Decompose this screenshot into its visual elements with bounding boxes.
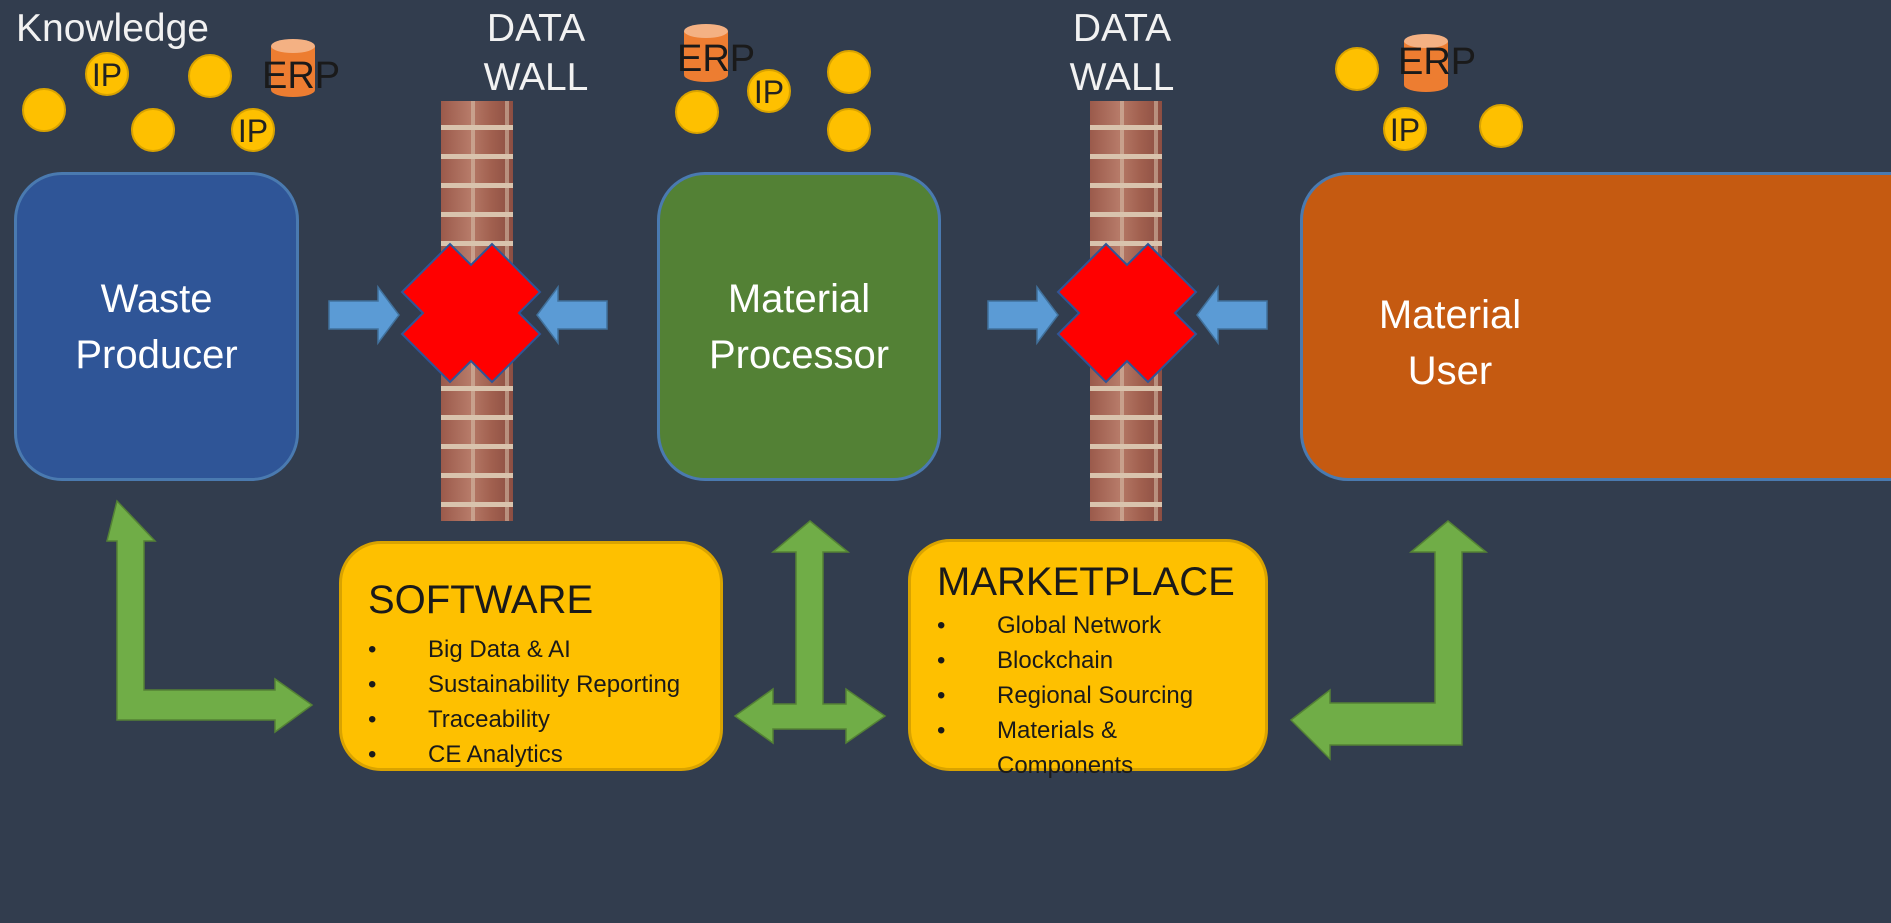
erp-label: ERP — [677, 38, 756, 80]
list-item: Big Data & AI — [368, 632, 694, 667]
erp-label: ERP — [1398, 41, 1477, 83]
green-bent-arrow-icon — [106, 499, 314, 734]
knowledge-token — [675, 90, 719, 134]
blue-arrow-right-icon — [328, 284, 400, 346]
blue-arrow-left-icon — [1196, 284, 1268, 346]
erp-database-icon — [684, 24, 728, 82]
material-processor-line1: Material — [727, 276, 871, 321]
material-user-line1: Material — [1378, 293, 1522, 337]
knowledge-token — [1479, 104, 1523, 148]
ip-token: IP — [1383, 107, 1427, 151]
barrier-cross-icon — [1056, 242, 1198, 384]
material-processor-line2: Processor — [708, 332, 890, 377]
list-item: Blockchain — [937, 643, 1239, 678]
barrier-cross-icon — [400, 242, 542, 384]
data-wall-1-line2: WALL — [483, 56, 589, 99]
erp-label: ERP — [262, 55, 341, 97]
blue-arrow-left-icon — [536, 284, 608, 346]
list-item: Global Network — [937, 608, 1239, 643]
list-item: Materials & Components — [937, 713, 1239, 783]
software-panel: SOFTWARE Big Data & AI Sustainability Re… — [339, 541, 723, 772]
data-wall-2-line1: DATA — [1072, 7, 1172, 50]
data-wall-2-title: DATA WALL — [1012, 4, 1232, 102]
green-bent-arrow-icon — [1289, 520, 1489, 761]
knowledge-token — [188, 54, 232, 98]
green-three-way-arrow-icon — [733, 520, 887, 745]
knowledge-token — [827, 108, 871, 152]
data-wall-1-line1: DATA — [486, 7, 586, 50]
list-item: Traceability — [368, 702, 694, 737]
erp-database-icon — [271, 39, 315, 97]
data-wall-1-title: DATA WALL — [426, 4, 646, 102]
data-wall-2-line2: WALL — [1069, 56, 1175, 99]
material-user-line2: User — [1407, 349, 1493, 393]
ip-token: IP — [231, 108, 275, 152]
waste-producer-line2: Producer — [75, 332, 238, 377]
erp-database-icon — [1404, 34, 1448, 92]
knowledge-token — [22, 88, 66, 132]
marketplace-title: MARKETPLACE — [937, 560, 1235, 604]
list-item: Regional Sourcing — [937, 678, 1239, 713]
marketplace-panel: MARKETPLACE Global Network Blockchain Re… — [908, 539, 1268, 779]
list-item: Sustainability Reporting — [368, 667, 694, 702]
ip-token: IP — [747, 69, 791, 113]
blue-arrow-right-icon — [987, 284, 1059, 346]
list-item: CE Analytics — [368, 737, 694, 772]
ip-token: IP — [85, 52, 129, 96]
waste-producer-line1: Waste — [100, 276, 213, 321]
knowledge-token — [131, 108, 175, 152]
material-user-box: Material User — [1300, 172, 1891, 481]
software-title: SOFTWARE — [368, 578, 594, 622]
material-processor-box: Material Processor — [657, 172, 941, 481]
software-feature-list: Big Data & AI Sustainability Reporting T… — [368, 632, 694, 772]
knowledge-token — [827, 50, 871, 94]
knowledge-label: Knowledge — [16, 7, 209, 50]
marketplace-feature-list: Global Network Blockchain Regional Sourc… — [937, 608, 1239, 783]
waste-producer-box: Waste Producer — [14, 172, 299, 481]
knowledge-token — [1335, 47, 1379, 91]
